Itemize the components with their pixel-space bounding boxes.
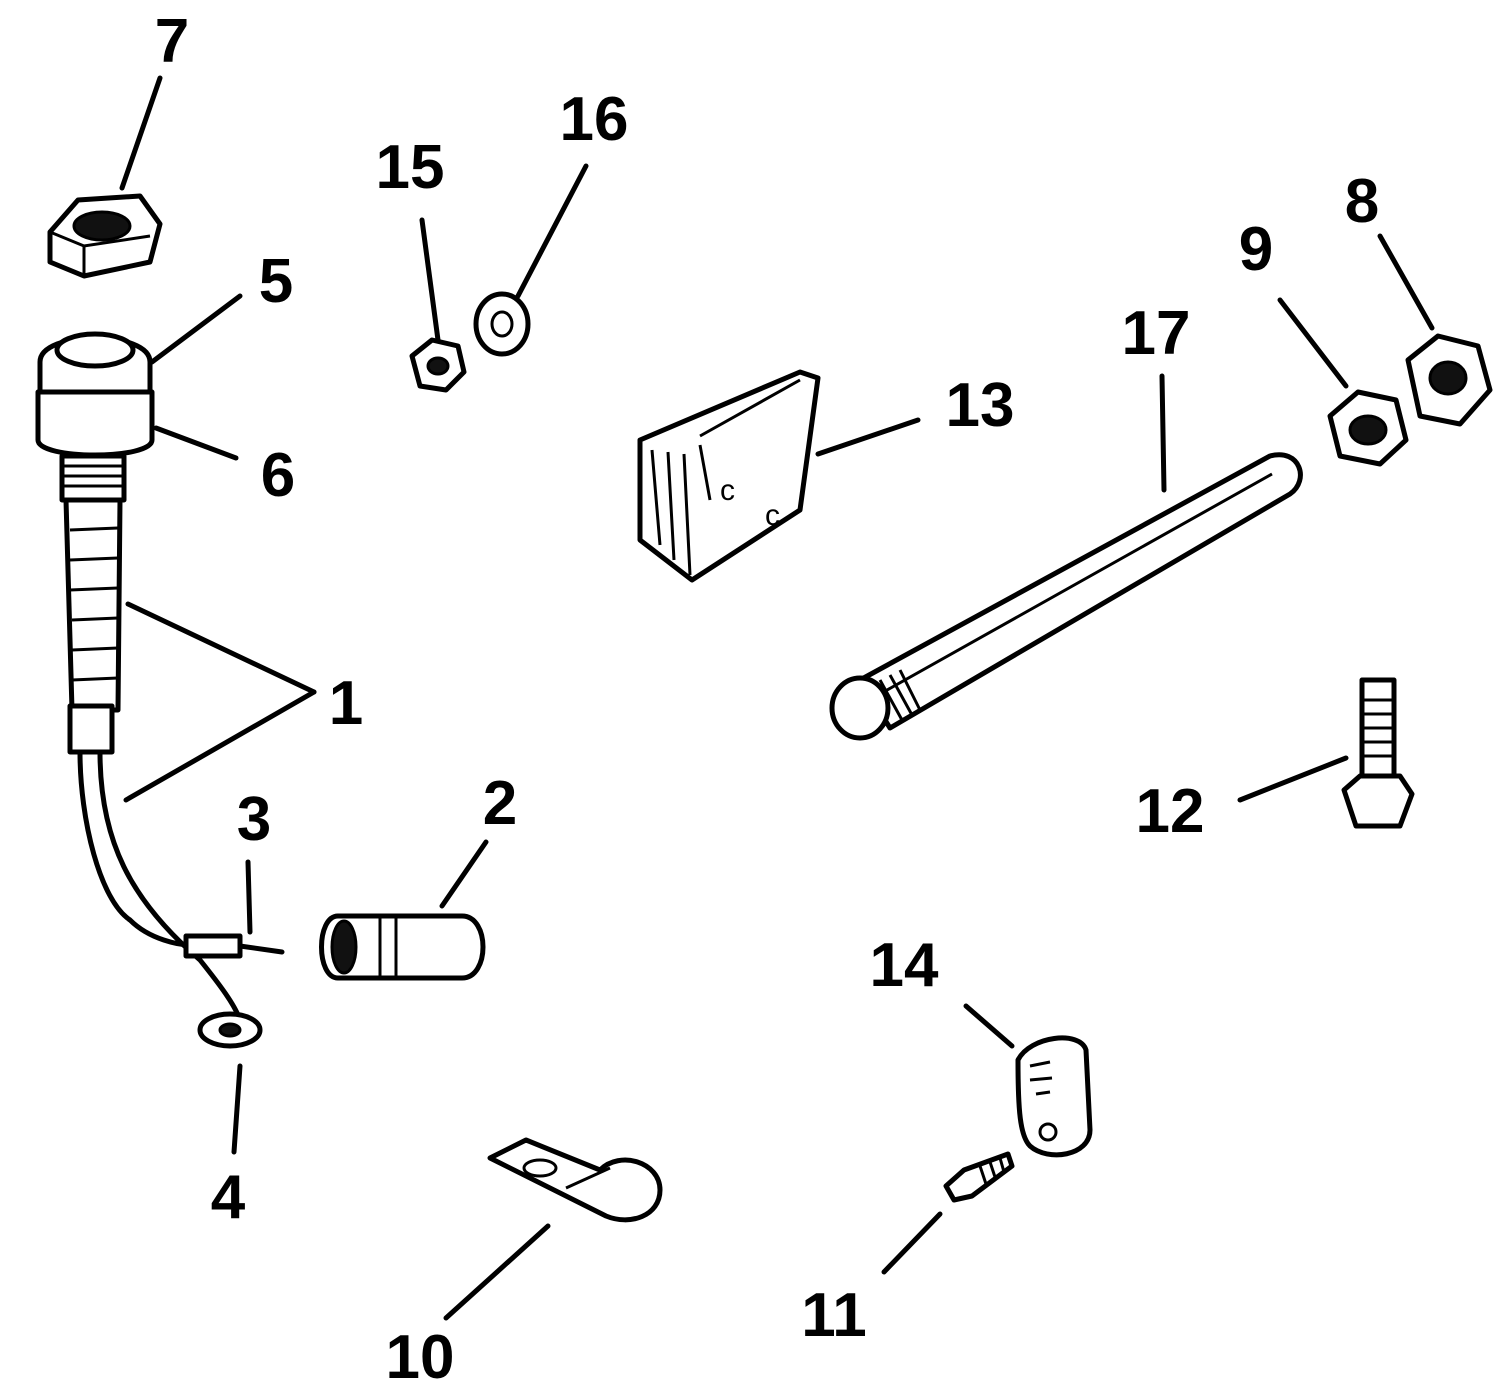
callout-16: 16 xyxy=(560,85,629,154)
part-7-hex-nut xyxy=(47,193,163,279)
part-12-bolt xyxy=(1341,677,1415,829)
leader-1b xyxy=(123,689,317,803)
leader-17 xyxy=(1159,373,1167,493)
leader-8 xyxy=(1377,233,1435,331)
leader-7 xyxy=(119,75,163,191)
callout-15: 15 xyxy=(376,133,445,202)
leader-15 xyxy=(419,217,441,343)
callout-6: 6 xyxy=(261,441,295,510)
leader-12 xyxy=(1237,755,1349,803)
svg-text:c: c xyxy=(720,474,735,507)
callout-7: 7 xyxy=(155,7,189,76)
leader-2 xyxy=(439,839,489,909)
part-11-screw xyxy=(943,1151,1015,1203)
leader-16 xyxy=(515,163,589,299)
leader-6 xyxy=(153,425,239,461)
part-17-rod xyxy=(829,452,1303,741)
part-10-clip xyxy=(487,1137,663,1223)
part-16-washer xyxy=(473,291,531,357)
callout-5: 5 xyxy=(259,247,293,316)
callout-8: 8 xyxy=(1345,167,1379,236)
callout-14: 14 xyxy=(870,931,939,1000)
leader-lines xyxy=(119,75,1435,1321)
svg-text:c: c xyxy=(765,499,780,532)
callouts: 7 5 6 1 3 2 4 15 16 13 17 9 8 12 14 11 1… xyxy=(155,7,1379,1387)
callout-12: 12 xyxy=(1136,777,1205,846)
part-2-terminal-sleeve xyxy=(319,913,486,981)
leader-13 xyxy=(815,417,921,457)
callout-17: 17 xyxy=(1122,299,1191,368)
leader-14 xyxy=(963,1003,1015,1049)
leader-4 xyxy=(231,1063,243,1155)
callout-9: 9 xyxy=(1239,215,1273,284)
part-13-bracket: c c xyxy=(637,369,821,583)
callout-4: 4 xyxy=(211,1163,246,1232)
part-5-6-grommet xyxy=(35,331,155,503)
callout-10: 10 xyxy=(386,1323,455,1387)
callout-2: 2 xyxy=(483,769,517,838)
callout-11: 11 xyxy=(801,1281,867,1350)
part-14-clamp xyxy=(1015,1035,1093,1158)
part-8-nut xyxy=(1405,333,1493,427)
leader-5 xyxy=(149,293,243,365)
part-1-wire-harness xyxy=(63,497,285,1049)
callout-3: 3 xyxy=(237,785,271,854)
leader-3 xyxy=(245,859,253,935)
leader-9 xyxy=(1277,297,1349,389)
callout-13: 13 xyxy=(946,371,1015,440)
part-9-nut xyxy=(1327,389,1409,467)
part-15-small-nut xyxy=(409,337,467,393)
leader-10 xyxy=(443,1223,551,1321)
callout-1: 1 xyxy=(329,669,363,738)
leader-1a xyxy=(125,601,317,695)
leader-11 xyxy=(881,1211,943,1275)
